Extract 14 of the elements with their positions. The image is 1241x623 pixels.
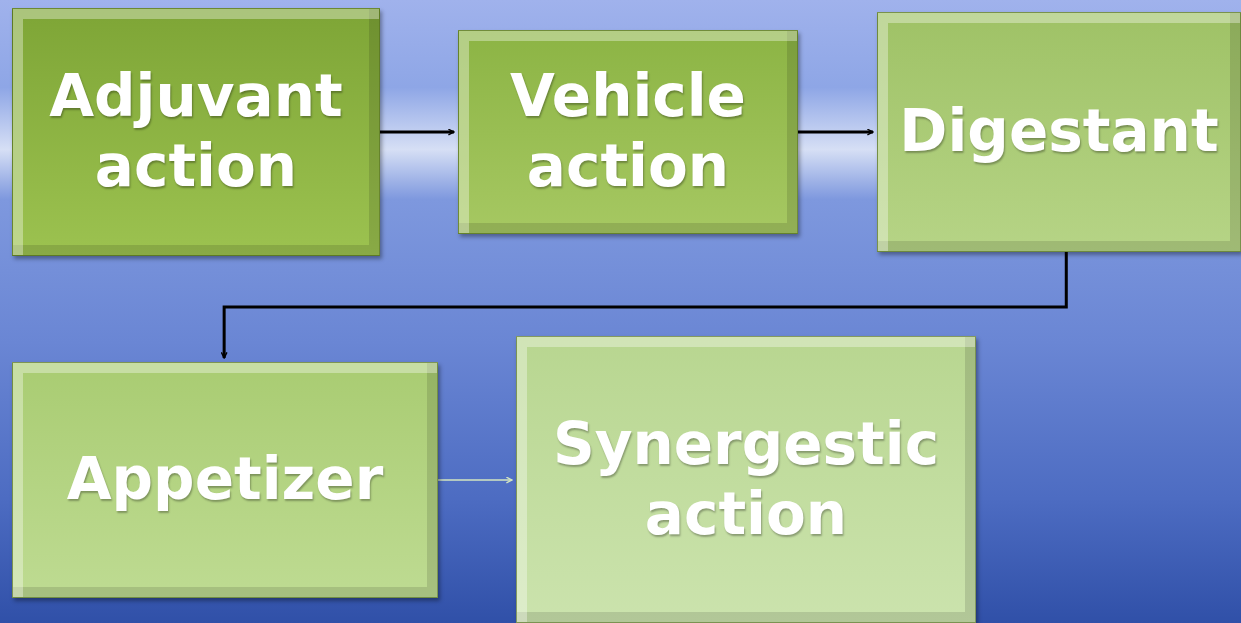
box-label: Synergestic action xyxy=(551,409,941,550)
box-label: Vehicle action xyxy=(509,62,747,202)
process-box xyxy=(458,30,798,234)
process-box xyxy=(516,336,976,623)
box-label: Adjuvant action xyxy=(48,62,344,202)
arrow xyxy=(437,476,513,484)
arrow xyxy=(220,252,1068,359)
arrow xyxy=(798,128,874,136)
box-label: Digestant xyxy=(898,97,1220,167)
box-label: Appetizer xyxy=(65,445,385,515)
process-box xyxy=(12,8,380,256)
process-box xyxy=(877,12,1241,252)
arrow xyxy=(380,128,455,136)
process-box xyxy=(12,362,438,598)
